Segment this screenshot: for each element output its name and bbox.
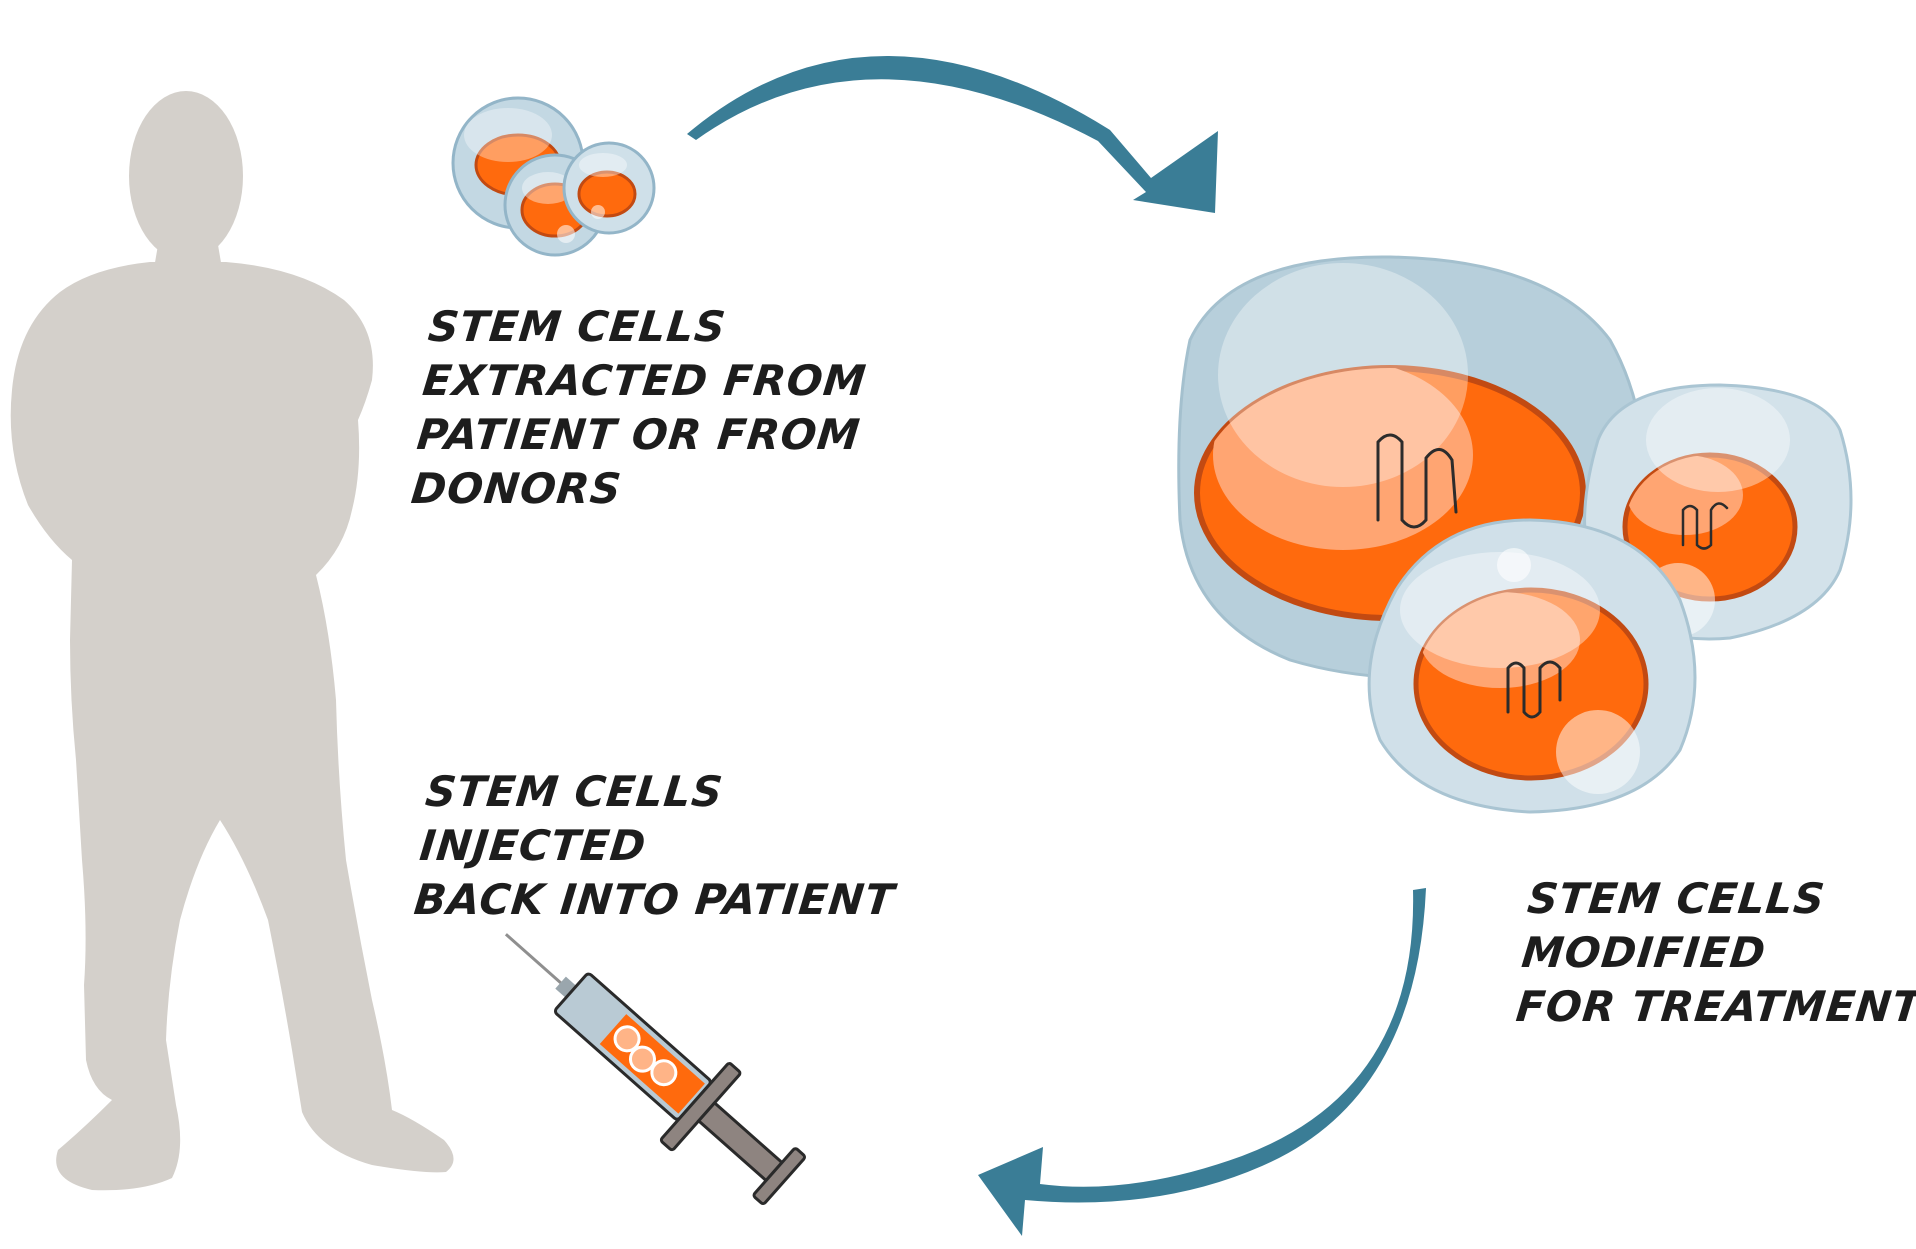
syringe-cell-3 (650, 1059, 678, 1087)
large-cell-gene-icon (1376, 433, 1458, 529)
small-cell-highlight-3 (579, 153, 627, 177)
syringe-hub (555, 976, 577, 998)
small-cell-nucleus-3 (577, 170, 637, 218)
bottom-cell-tiny-bubble (1497, 548, 1531, 582)
bottom-cell-nucleus-highlight (1420, 592, 1580, 688)
bottom-cell-small-bubble (1556, 710, 1640, 794)
label-extracted-line-4: donors (408, 464, 625, 513)
label-modified-line-1: stem cells (1525, 874, 1828, 923)
label-extracted-line-1: stem cells (425, 302, 729, 351)
label-modified-line-3: for treatment (1513, 982, 1916, 1031)
bottom-cell-gene-icon (1506, 660, 1562, 719)
right-cell-gene-icon (1681, 502, 1729, 550)
syringe-icon (504, 933, 806, 1206)
arrow-extract-to-modify (687, 55, 1218, 213)
large-cell-bubble (1218, 263, 1468, 487)
label-extracted-line-3: patient or from (414, 410, 863, 459)
right-cell-nucleus-highlight (1627, 455, 1743, 535)
small-cell-bubble-2 (557, 225, 575, 243)
label-cells-injected: stem cells injected back into patient (411, 765, 908, 927)
label-injected-line-3: back into patient (411, 875, 898, 924)
label-injected-line-1: stem cells (423, 767, 726, 816)
patient-silhouette (10, 91, 454, 1191)
large-cell-nucleus-highlight (1213, 368, 1473, 550)
bottom-cell-bubble (1400, 552, 1600, 668)
label-extracted-line-2: extracted from (420, 356, 869, 405)
small-cell-highlight-2 (522, 172, 574, 204)
syringe-plunger-cap (752, 1147, 806, 1206)
label-modified-line-2: modified (1519, 928, 1769, 977)
arrow-modify-to-inject (978, 888, 1426, 1236)
right-cell-bubble (1646, 388, 1790, 492)
syringe-plunger-rod (696, 1100, 785, 1183)
syringe-needle (504, 933, 565, 987)
extracted-cell-cluster (451, 96, 656, 257)
modified-cell-cluster (1177, 255, 1853, 814)
small-cell-highlight-1 (464, 108, 552, 162)
syringe-cell-2 (628, 1045, 656, 1073)
small-cell-bubble-3 (591, 205, 605, 219)
label-cells-extracted: stem cells extracted from patient or fro… (409, 300, 875, 516)
syringe-cell-1 (613, 1025, 641, 1053)
label-injected-line-2: injected (417, 821, 649, 870)
label-cells-modified: stem cells modified for treatment (1513, 872, 1916, 1034)
